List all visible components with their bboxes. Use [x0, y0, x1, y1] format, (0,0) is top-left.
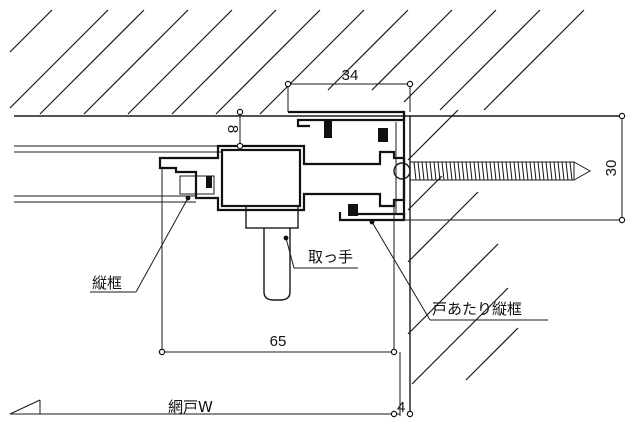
leader-vertical-frame: [90, 195, 191, 293]
handle-body: [220, 148, 302, 208]
leader-handle: [283, 235, 358, 269]
handle-knob: [245, 205, 299, 301]
dim-overall-width-label: 65: [270, 333, 287, 350]
dim-gap: [236, 108, 244, 150]
vertical-frame-inner: [179, 175, 215, 195]
wall-hatch: [407, 109, 519, 385]
dim-top-width-label: 34: [342, 67, 359, 84]
dim-overall-width: [158, 168, 398, 356]
vertical-frame-label: 縦框: [92, 274, 122, 292]
screen-panel-lines: [14, 145, 222, 203]
door-stop-frame-profile: [288, 110, 406, 128]
brush-seals: [206, 120, 388, 216]
vertical-frame-profile: [158, 144, 406, 212]
dim-top-width: [284, 80, 414, 112]
door-stop-frame-label: 戸あたり縦框: [432, 300, 522, 318]
dim-edge-label: 4: [397, 399, 405, 416]
dim-frame-height-label: 30: [603, 160, 620, 177]
ceiling-hatch: [9, 9, 585, 115]
dim-frame-height: [404, 112, 626, 224]
dim-screen-door-width: [9, 352, 414, 418]
leader-door-stop-frame: [369, 219, 548, 321]
handle-label: 取っ手: [308, 248, 353, 266]
dim-gap-label: 8: [224, 125, 241, 133]
screen-door-width-label: 網戸W: [168, 398, 213, 416]
screw: [393, 161, 592, 181]
